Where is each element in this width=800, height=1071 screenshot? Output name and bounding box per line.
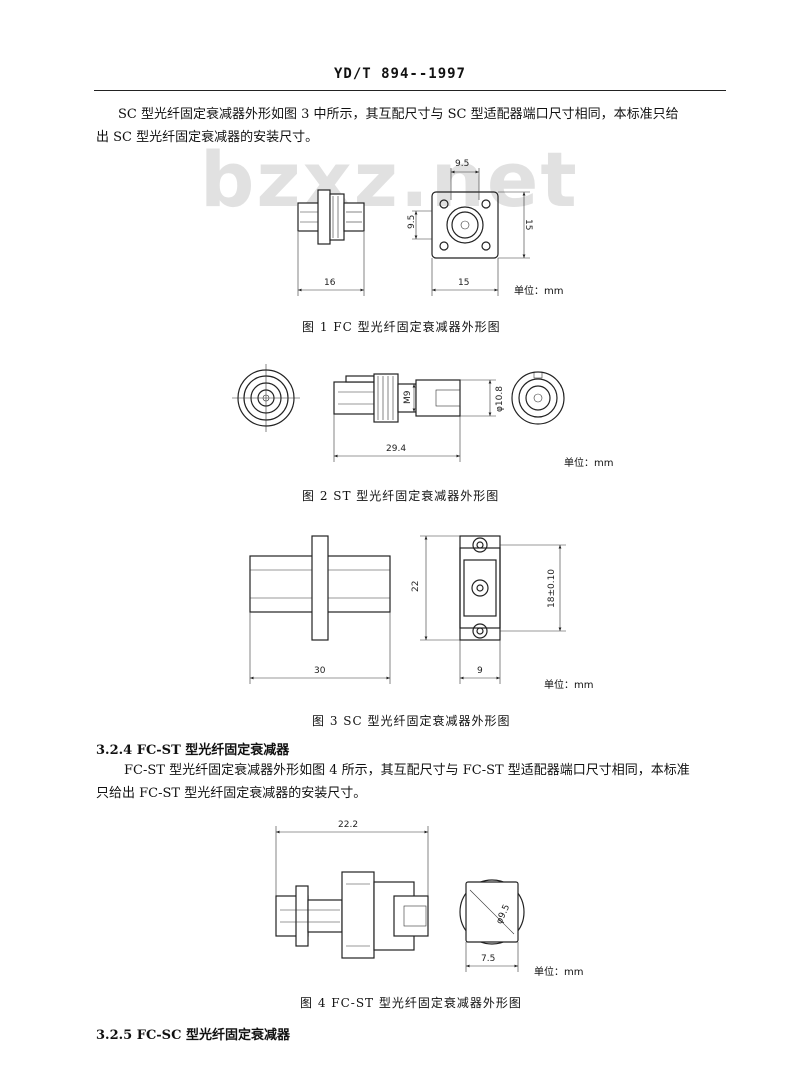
intro-line-2: 出 SC 型光纤固定衰减器的安装尺寸。: [96, 130, 319, 145]
fig1-dim-top: 9.5: [455, 159, 469, 169]
figure4-caption: 图 4 FC-ST 型光纤固定衰减器外形图: [300, 996, 522, 1010]
fig3-dim-inner: 18±0.10: [547, 569, 557, 608]
watermark-text: bzxz.net: [200, 135, 579, 224]
standard-number: YD/T 894--1997: [333, 66, 466, 82]
figure2-left-view: [232, 364, 300, 432]
section-heading-3-2-4: 3.2.4 FC-ST 型光纤固定衰减器: [96, 743, 290, 758]
fig3-dim-height: 22: [411, 581, 421, 592]
figure2-right-view: [511, 371, 565, 425]
fig4-dim-len: 22.2: [338, 820, 358, 830]
figure2-side-view: [333, 373, 496, 462]
fig3-unit-label: 单位：mm: [544, 680, 594, 691]
figure3-caption: 图 3 SC 型光纤固定衰减器外形图: [312, 714, 511, 728]
header-rule: [94, 90, 726, 91]
figure4-side-view: [275, 826, 429, 959]
fig3-dim-width-left: 30: [314, 666, 326, 676]
figure1-side-view: [297, 189, 365, 296]
fig1-dim-right: 15: [523, 219, 533, 230]
fig3-dim-width-right: 9: [477, 666, 483, 676]
figure1-front-view: [412, 168, 530, 296]
fig4-unit-label: 单位：mm: [534, 967, 584, 978]
fig1-dim-left: 9.5: [407, 215, 417, 229]
fig2-unit-label: 单位：mm: [564, 458, 614, 469]
figure3-side-view: [249, 535, 391, 684]
fig1-dim-width-left: 16: [324, 278, 336, 288]
fig1-dim-width-right: 15: [458, 278, 469, 288]
figure1-caption: 图 1 FC 型光纤固定衰减器外形图: [302, 320, 501, 334]
figure4-end-view: [459, 879, 525, 972]
figure2-caption: 图 2 ST 型光纤固定衰减器外形图: [302, 489, 500, 503]
fig2-dim-m9: M9: [403, 390, 413, 404]
figure3-front-view: [420, 535, 566, 684]
section-324-line-1: FC-ST 型光纤固定衰减器外形如图 4 所示，其互配尺寸与 FC-ST 型适配…: [124, 763, 690, 778]
fig1-unit-label: 单位：mm: [514, 286, 564, 297]
fig2-dim-dia: φ10.8: [495, 386, 505, 412]
intro-line-1: SC 型光纤固定衰减器外形如图 3 中所示，其互配尺寸与 SC 型适配器端口尺寸…: [118, 107, 679, 122]
fig2-dim-len: 29.4: [386, 444, 406, 454]
section-324-line-2: 只给出 FC-ST 型光纤固定衰减器的安装尺寸。: [96, 786, 367, 801]
fig4-dim-flat: 7.5: [481, 954, 495, 964]
section-heading-3-2-5: 3.2.5 FC-SC 型光纤固定衰减器: [96, 1028, 290, 1043]
